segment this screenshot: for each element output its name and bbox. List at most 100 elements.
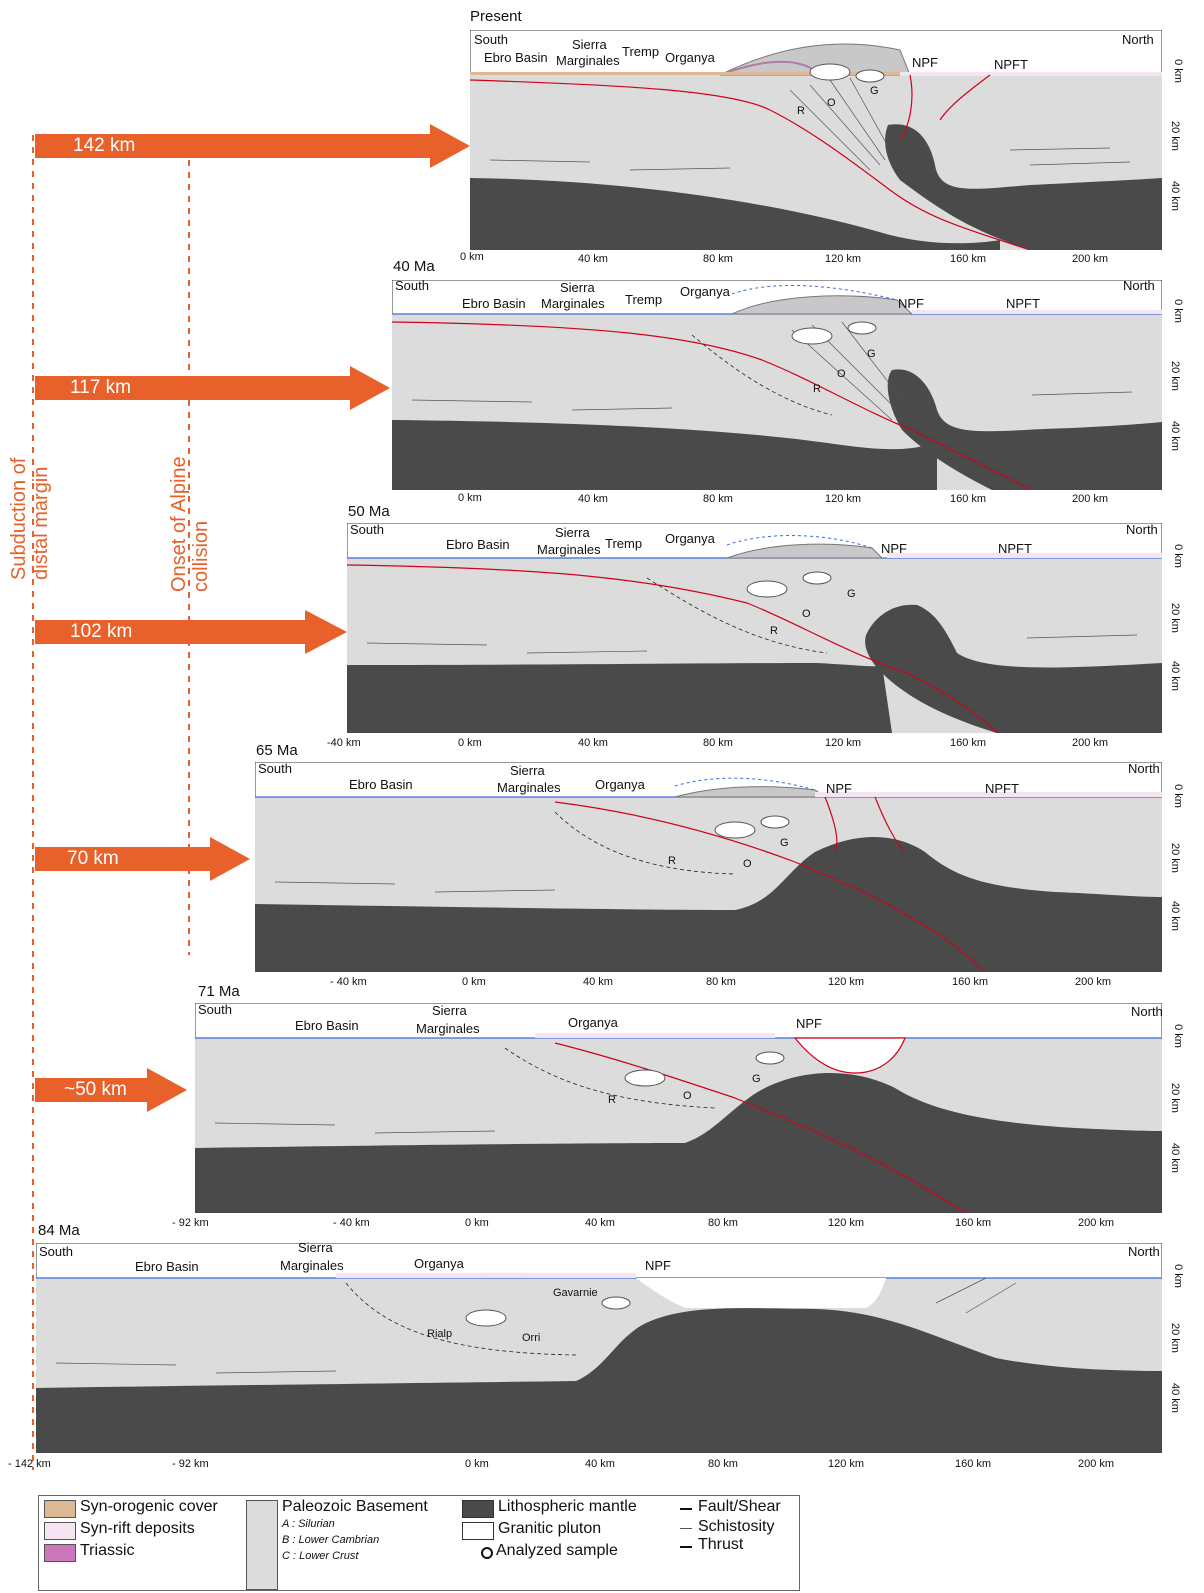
arrow-70	[35, 837, 250, 881]
panel-84-section	[36, 1243, 1162, 1453]
p0-npft: NPFT	[994, 57, 1028, 72]
p4-marginales: Marginales	[416, 1021, 480, 1036]
p1-ebro: Ebro Basin	[462, 296, 526, 311]
p0-south: South	[474, 32, 508, 47]
p0-x5: 200 km	[1072, 253, 1109, 265]
panel-40-title: 40 Ma	[393, 258, 435, 275]
p2-x4: 120 km	[825, 737, 862, 749]
p5-x7: 200 km	[1078, 1458, 1115, 1470]
p4-x3: 40 km	[585, 1217, 615, 1229]
p2-x1: 0 km	[458, 737, 482, 749]
p0-organya: Organya	[665, 50, 715, 65]
p5-x1: - 92 km	[172, 1458, 209, 1470]
p5-x2: 0 km	[465, 1458, 489, 1470]
p1-x5: 200 km	[1072, 493, 1109, 505]
arrow-117	[35, 366, 390, 410]
p5-npf: NPF	[645, 1258, 671, 1273]
p0-d1: 20 km	[1168, 121, 1181, 151]
p0-d2: 40 km	[1168, 181, 1181, 211]
p5-north: North	[1128, 1244, 1160, 1259]
p3-north: North	[1128, 761, 1160, 776]
p2-x0: -40 km	[327, 737, 361, 749]
legend-pluton: Granitic pluton	[498, 1520, 602, 1537]
panel-50-title: 50 Ma	[348, 503, 390, 520]
p2-unit-g: G	[847, 588, 856, 600]
p4-npf: NPF	[796, 1016, 822, 1031]
p0-x1: 40 km	[578, 253, 608, 265]
legend-thrust-icon	[680, 1546, 692, 1548]
p4-x2: 0 km	[465, 1217, 489, 1229]
p3-south: South	[258, 761, 292, 776]
p1-d1: 20 km	[1168, 361, 1181, 391]
p1-sierra: Sierra	[560, 280, 595, 295]
p1-tremp: Tremp	[625, 292, 663, 307]
p4-unit-g: G	[752, 1073, 761, 1085]
legend-mantle: Lithospheric mantle	[498, 1498, 637, 1515]
legend-thrust: Thrust	[698, 1536, 744, 1553]
p0-x3: 120 km	[825, 253, 862, 265]
p1-marginales: Marginales	[541, 296, 605, 311]
p3-x1: 0 km	[462, 976, 486, 988]
arrow-50-label: ~50 km	[64, 1079, 127, 1100]
p0-npf: NPF	[912, 55, 938, 70]
p2-tremp: Tremp	[605, 536, 643, 551]
p2-north: North	[1126, 522, 1158, 537]
p2-d2: 40 km	[1168, 661, 1181, 691]
p1-organya: Organya	[680, 284, 730, 299]
legend-triassic: Triassic	[80, 1542, 135, 1559]
p3-x5: 160 km	[952, 976, 989, 988]
legend-pluton-swatch	[462, 1522, 494, 1540]
p2-sierra: Sierra	[555, 525, 590, 540]
p0-x4: 160 km	[950, 253, 987, 265]
p3-x6: 200 km	[1075, 976, 1112, 988]
p4-north: North	[1131, 1004, 1163, 1019]
legend-schistosity-icon	[680, 1528, 692, 1529]
p2-ebro: Ebro Basin	[446, 537, 510, 552]
p2-x2: 40 km	[578, 737, 608, 749]
panel-present-title: Present	[470, 8, 522, 25]
legend-cambrian: B : Lower Cambrian	[282, 1534, 380, 1546]
arrow-102-label: 102 km	[70, 621, 133, 642]
p1-unit-r: R	[813, 383, 821, 395]
p3-npf: NPF	[826, 781, 852, 796]
p1-npf: NPF	[898, 296, 924, 311]
p5-x5: 120 km	[828, 1458, 865, 1470]
panel-65-section	[255, 762, 1162, 972]
p2-x5: 160 km	[950, 737, 987, 749]
p1-d2: 40 km	[1168, 421, 1181, 451]
p5-d1: 20 km	[1168, 1323, 1181, 1353]
timeline-guides	[32, 135, 190, 1470]
p2-marginales: Marginales	[537, 542, 601, 557]
p0-x0: 0 km	[460, 251, 484, 263]
legend-syn-rift-swatch	[44, 1522, 76, 1540]
p0-x2: 80 km	[703, 253, 733, 265]
p0-north: North	[1122, 32, 1154, 47]
p4-ebro: Ebro Basin	[295, 1018, 359, 1033]
legend-syn-orogenic-swatch	[44, 1500, 76, 1518]
p5-x4: 80 km	[708, 1458, 738, 1470]
p4-sierra: Sierra	[432, 1003, 467, 1018]
p3-d2: 40 km	[1168, 901, 1181, 931]
legend-fault: Fault/Shear	[698, 1498, 781, 1515]
arrow-102	[35, 610, 347, 654]
p4-d2: 40 km	[1168, 1143, 1181, 1173]
legend-sample-icon	[481, 1547, 493, 1559]
p1-x1: 40 km	[578, 493, 608, 505]
p3-organya: Organya	[595, 777, 645, 792]
p0-d0: 0 km	[1171, 59, 1184, 83]
p3-x3: 80 km	[706, 976, 736, 988]
p3-d1: 20 km	[1168, 843, 1181, 873]
p5-unit-gavarnie: Gavarnie	[553, 1287, 598, 1299]
p0-unit-o: O	[827, 97, 836, 109]
legend-fault-icon	[680, 1508, 692, 1510]
panel-65-title: 65 Ma	[256, 742, 298, 759]
p3-x4: 120 km	[828, 976, 865, 988]
p2-x6: 200 km	[1072, 737, 1109, 749]
p1-x3: 120 km	[825, 493, 862, 505]
legend-triassic-swatch	[44, 1544, 76, 1562]
panel-71-title: 71 Ma	[198, 983, 240, 1000]
p1-d0: 0 km	[1171, 299, 1184, 323]
p3-unit-o: O	[743, 858, 752, 870]
p1-unit-o: O	[837, 368, 846, 380]
